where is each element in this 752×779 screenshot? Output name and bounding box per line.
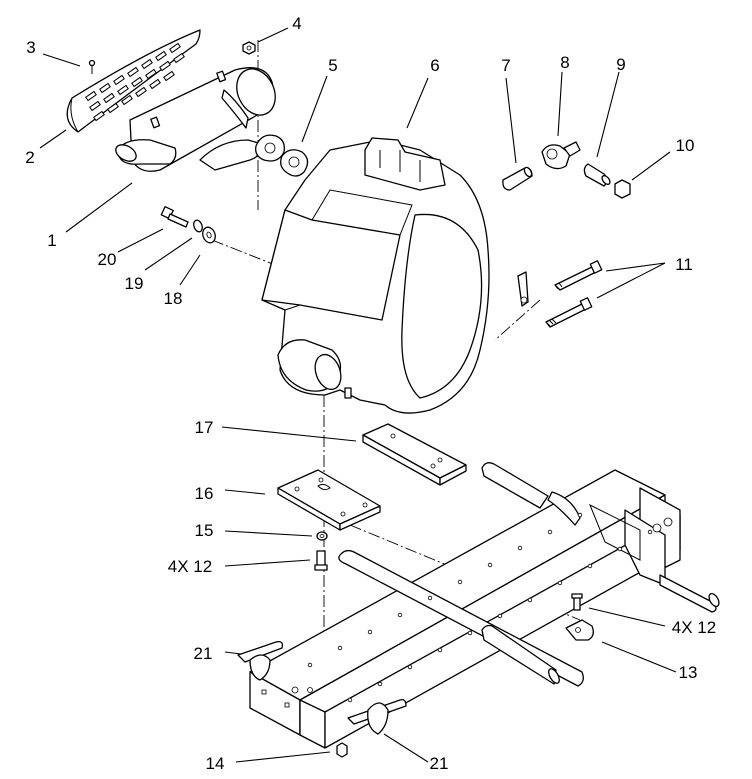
callout-14: 14	[206, 754, 225, 773]
callout-20: 20	[98, 250, 117, 269]
exhaust-gasket	[255, 134, 309, 177]
callout-5: 5	[328, 56, 337, 75]
mount-bolts	[517, 260, 603, 328]
shield-screw	[88, 59, 96, 74]
callout-4x12-right: 4X 12	[672, 618, 716, 637]
callout-4: 4	[292, 14, 301, 33]
callout-16: 16	[195, 484, 214, 503]
callout-18: 18	[164, 289, 183, 308]
callout-21-right: 21	[430, 754, 449, 773]
fitting-nipple	[502, 166, 533, 191]
callout-9: 9	[616, 55, 625, 74]
callout-19: 19	[125, 274, 144, 293]
fitting-tube	[583, 163, 611, 187]
callout-1: 1	[47, 231, 56, 250]
callout-2: 2	[25, 148, 34, 167]
clamp-13	[565, 619, 594, 641]
callout-17: 17	[195, 418, 214, 437]
leader-lines	[39, 27, 677, 763]
callout-3: 3	[26, 38, 35, 57]
callout-labels: 1 2 3 4 5 6 7 8 9 10 11 13 14 15 16 17 1…	[25, 14, 716, 773]
flat-washer-18	[202, 226, 216, 244]
fitting-cap	[614, 179, 631, 199]
muffler	[115, 67, 276, 172]
engine	[261, 137, 490, 414]
strap-21-left	[237, 640, 284, 681]
elbow-fitting	[541, 141, 581, 170]
bolt-20	[160, 206, 189, 228]
upper-mount-plate	[362, 423, 467, 486]
callout-15: 15	[195, 521, 214, 540]
callout-13: 13	[679, 663, 698, 682]
callout-6: 6	[430, 56, 439, 75]
callout-4x12-left: 4X 12	[168, 557, 212, 576]
callout-7: 7	[501, 56, 510, 75]
callout-11: 11	[675, 255, 693, 274]
bolt-12-right	[571, 593, 583, 611]
hex-nut-14	[336, 742, 348, 758]
lock-washer-19	[193, 219, 203, 233]
heat-shield	[66, 29, 201, 133]
callout-10: 10	[676, 136, 695, 155]
callout-21-left: 21	[194, 644, 213, 663]
lower-mount-plate	[277, 469, 381, 531]
callout-8: 8	[560, 53, 569, 72]
frame	[249, 462, 720, 749]
washer-15	[316, 531, 328, 541]
strap-21-right	[347, 698, 407, 735]
hex-nut-4	[242, 41, 256, 55]
bolt-12-left	[314, 550, 328, 571]
